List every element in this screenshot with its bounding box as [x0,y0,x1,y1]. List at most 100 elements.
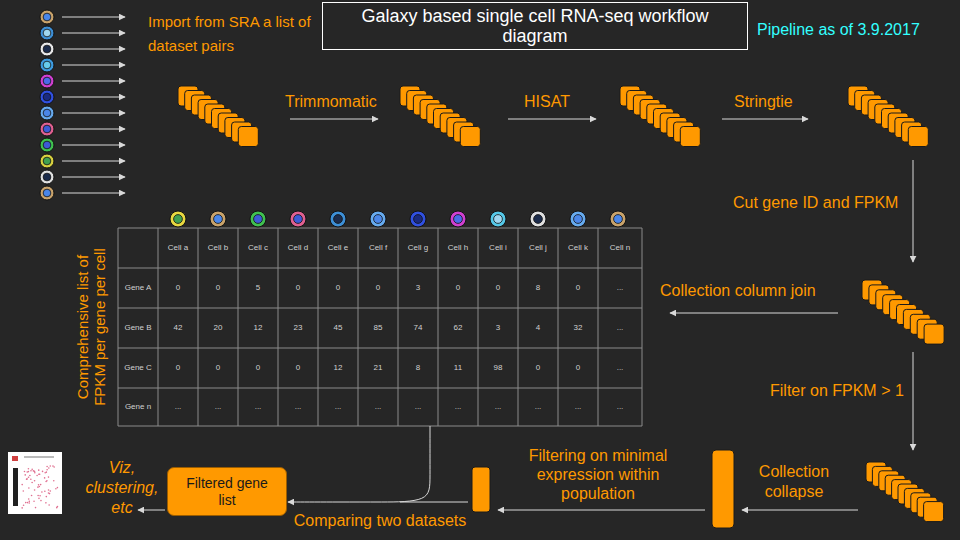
table-cell: 0 [318,268,358,308]
grid-line [118,228,642,229]
plot-dot [34,472,36,474]
plot-dot [28,487,30,489]
cell-nucleus [43,189,51,197]
plot-dot [28,501,30,503]
column-header: Cell i [478,228,518,268]
column-header: Cell a [158,228,198,268]
cell-icon [40,122,54,136]
plot-dot [33,470,35,472]
plot-dot [31,482,33,484]
cell-icon [170,211,186,227]
table-cell: 0 [518,348,558,388]
cell-ring [210,211,226,227]
plot-dot [28,468,30,470]
cell-nucleus [43,29,51,37]
cell-nucleus [43,45,51,53]
cell-nucleus [43,173,51,181]
flow-arrow [670,313,838,314]
plot-dot [37,486,39,488]
cell-ring [40,122,54,136]
table-cell: ... [318,388,358,426]
table-cell: ... [598,348,642,388]
grid-line [642,228,643,426]
box-label: Filtered gene list [176,475,278,509]
plot-dot [23,504,25,506]
cell-nucleus [174,215,183,224]
cell-icon [570,211,586,227]
cell-nucleus [374,215,383,224]
dataset-square [680,127,700,147]
plot-dot [48,489,50,491]
date-note: Pipeline as of 3.9.2017 [757,20,920,40]
table-cell: ... [438,388,478,426]
plot-dot [38,498,40,500]
cell-icon [610,211,626,227]
plot-dot [42,471,44,473]
grid-line [558,228,559,426]
grid-line [118,388,642,389]
cell-ring [40,90,54,104]
plot-dot [33,500,35,502]
cell-icon [40,154,54,168]
plot-dot [55,488,57,490]
plot-dot [24,474,26,476]
plot-dot [38,469,40,471]
table-cell: ... [158,388,198,426]
cell-nucleus [294,215,303,224]
table-cell: 0 [278,268,318,308]
table-cell: ... [558,388,598,426]
column-header: Cell j [518,228,558,268]
table-cell: 11 [438,348,478,388]
cell-ring [40,138,54,152]
flow-arrow [913,352,914,450]
grid-line [158,228,159,426]
cell-icon [330,211,346,227]
table-cell: 12 [238,308,278,348]
table-cell: 0 [438,268,478,308]
plot-dot [44,490,46,492]
column-header: Cell f [358,228,398,268]
table-cell: 0 [198,268,238,308]
plot-dot [45,481,47,483]
step-label: Stringtie [734,92,793,112]
column-header: Cell b [198,228,238,268]
cell-ring [40,74,54,88]
flow-arrow [62,81,125,82]
table-cell: 74 [398,308,438,348]
cell-ring [40,42,54,56]
table-cell: 0 [558,348,598,388]
collection-stack [866,462,944,522]
collection-stack [178,86,258,147]
collection-stack [862,280,944,344]
table-cell: 62 [438,308,478,348]
cell-nucleus [43,13,51,21]
grid-line [238,228,239,426]
table-cell: ... [598,388,642,426]
plot-dot [28,498,30,500]
plot-dot [48,467,50,469]
table-cell: 8 [398,348,438,388]
flow-arrow [62,177,125,178]
plot-dot [38,473,40,475]
grid-line [118,348,642,349]
plot-dot [28,471,30,473]
grid-line [438,228,439,426]
grid-line [518,228,519,426]
cell-nucleus [43,61,51,69]
dataset-square [238,127,258,147]
table-cell: 0 [358,268,398,308]
grid-line [118,268,642,269]
collection-stack [400,86,480,147]
column-header: Cell g [398,228,438,268]
plot-frame [8,452,62,514]
plot-dot [21,484,23,486]
flow-arrow [742,510,858,511]
plot-dot [49,493,51,495]
grid-line [398,228,399,426]
cell-icon [290,211,306,227]
cell-nucleus [494,215,503,224]
plot-dot [28,502,30,504]
grid-line [478,228,479,426]
plot-dot [46,480,48,482]
